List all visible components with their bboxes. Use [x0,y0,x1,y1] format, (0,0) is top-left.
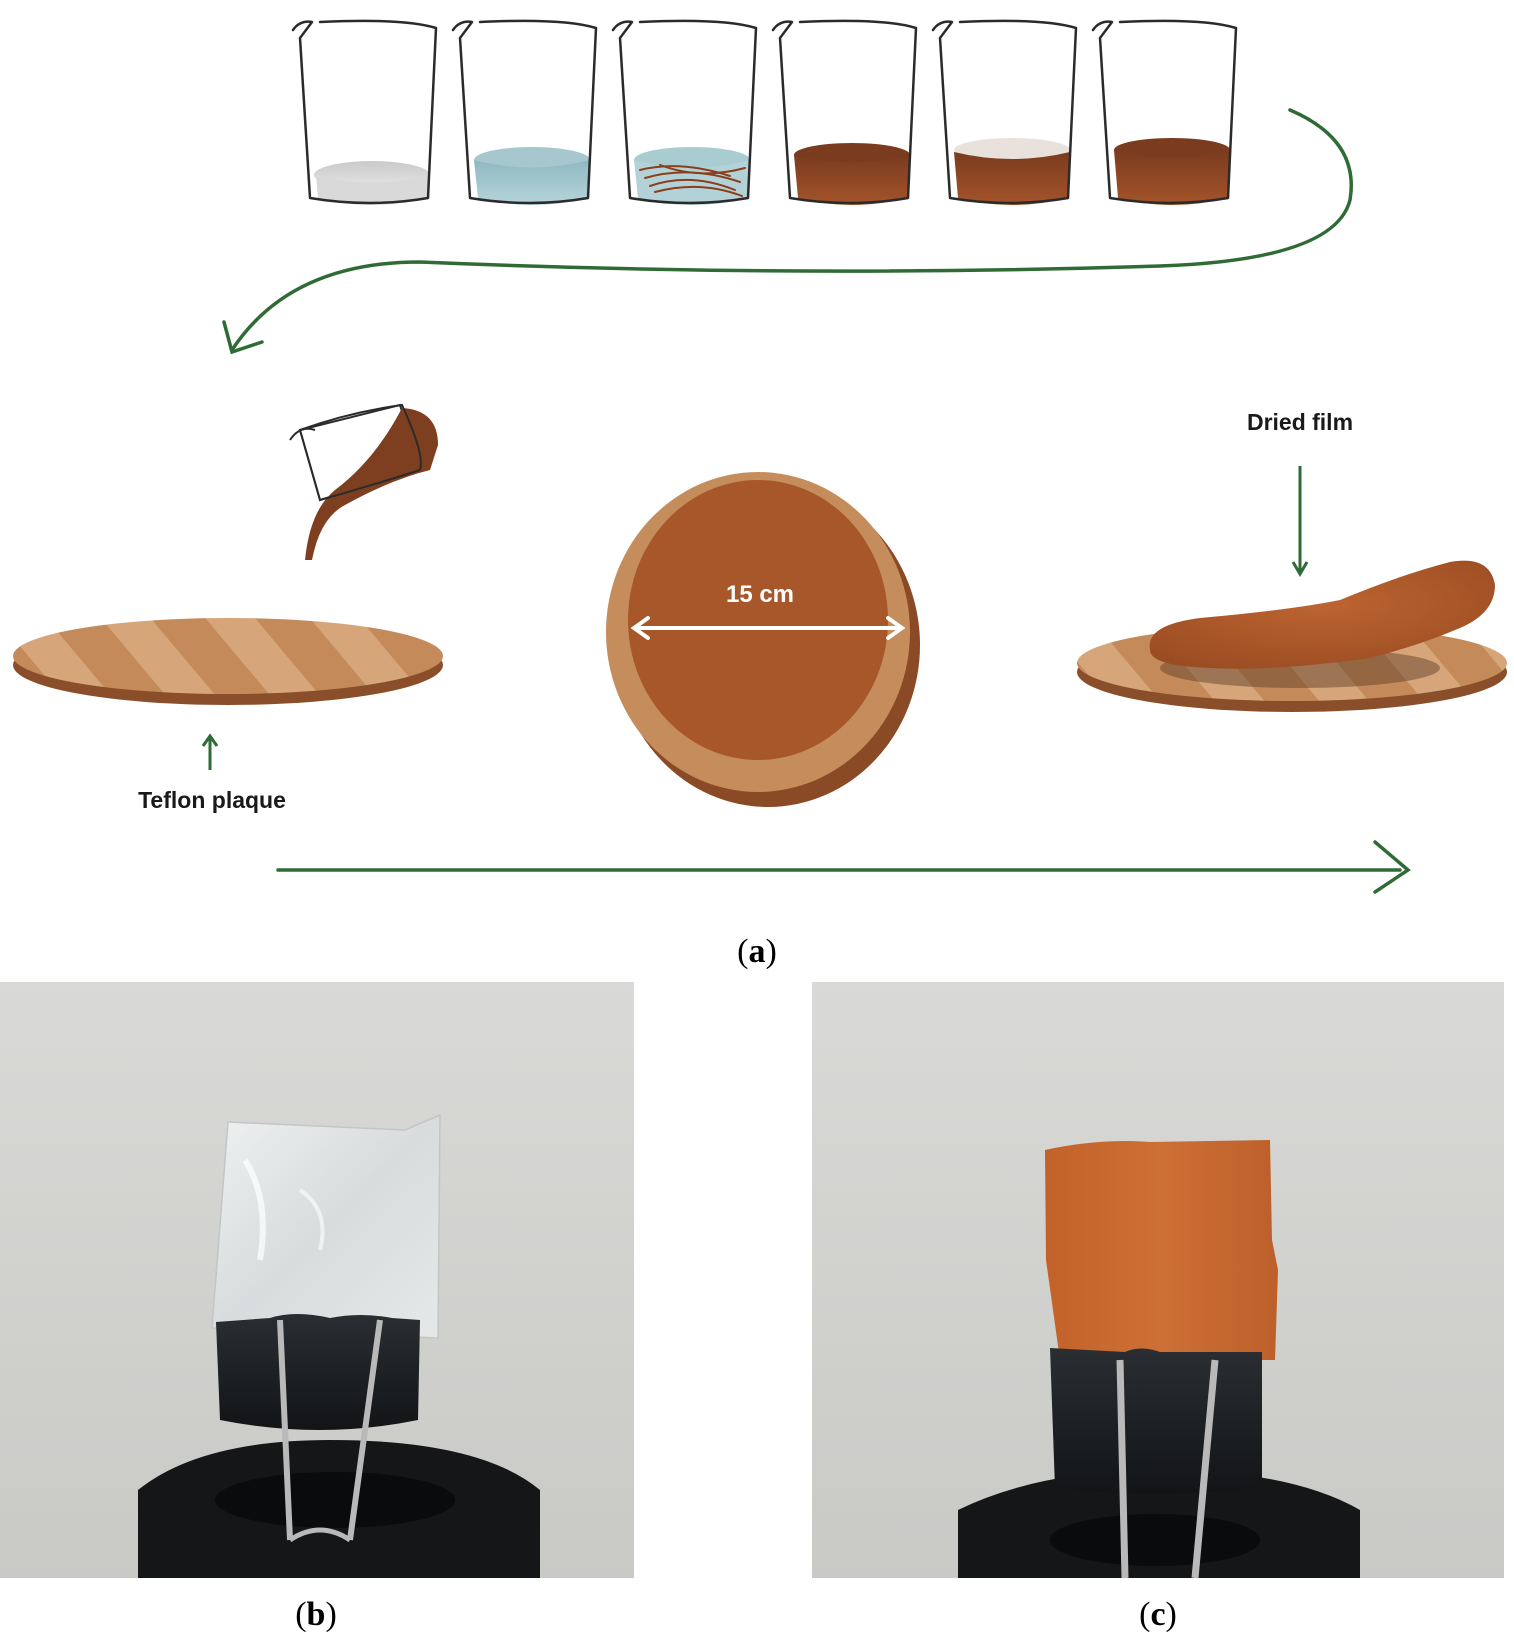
beaker-1-white-powder [291,19,438,205]
pouring-beaker [289,403,438,560]
diameter-label: 15 cm [726,581,794,608]
photo-c-orange-film [812,982,1504,1579]
dried-film-pointer-arrow [1291,466,1309,577]
process-flow-arrow-curved [222,108,1353,355]
dried-film-label: Dried film [1247,409,1353,435]
diameter-measure-arrow [630,616,906,640]
teflon-plaque-left [13,618,443,705]
beaker-4-brown-solution [771,19,918,205]
dried-film-peeling [1149,560,1495,669]
beaker-6-brown-solution [1091,19,1238,205]
teflon-plaque-pointer-arrow [201,733,219,770]
caption-c: (c) [1139,1596,1177,1633]
beakers-row [291,19,1238,205]
caption-a: (a) [737,933,777,970]
caption-b: (b) [295,1596,337,1633]
photo-b-transparent-film [0,982,634,1578]
teflon-plaque-top-view [606,472,920,807]
teflon-plaque-label: Teflon plaque [138,787,286,813]
beaker-5-brown-solution-with-foam [931,19,1078,205]
process-flow-arrow-straight [276,840,1411,894]
beaker-2-blue-solution [451,19,598,205]
beaker-3-solution-with-fibers [611,19,758,205]
